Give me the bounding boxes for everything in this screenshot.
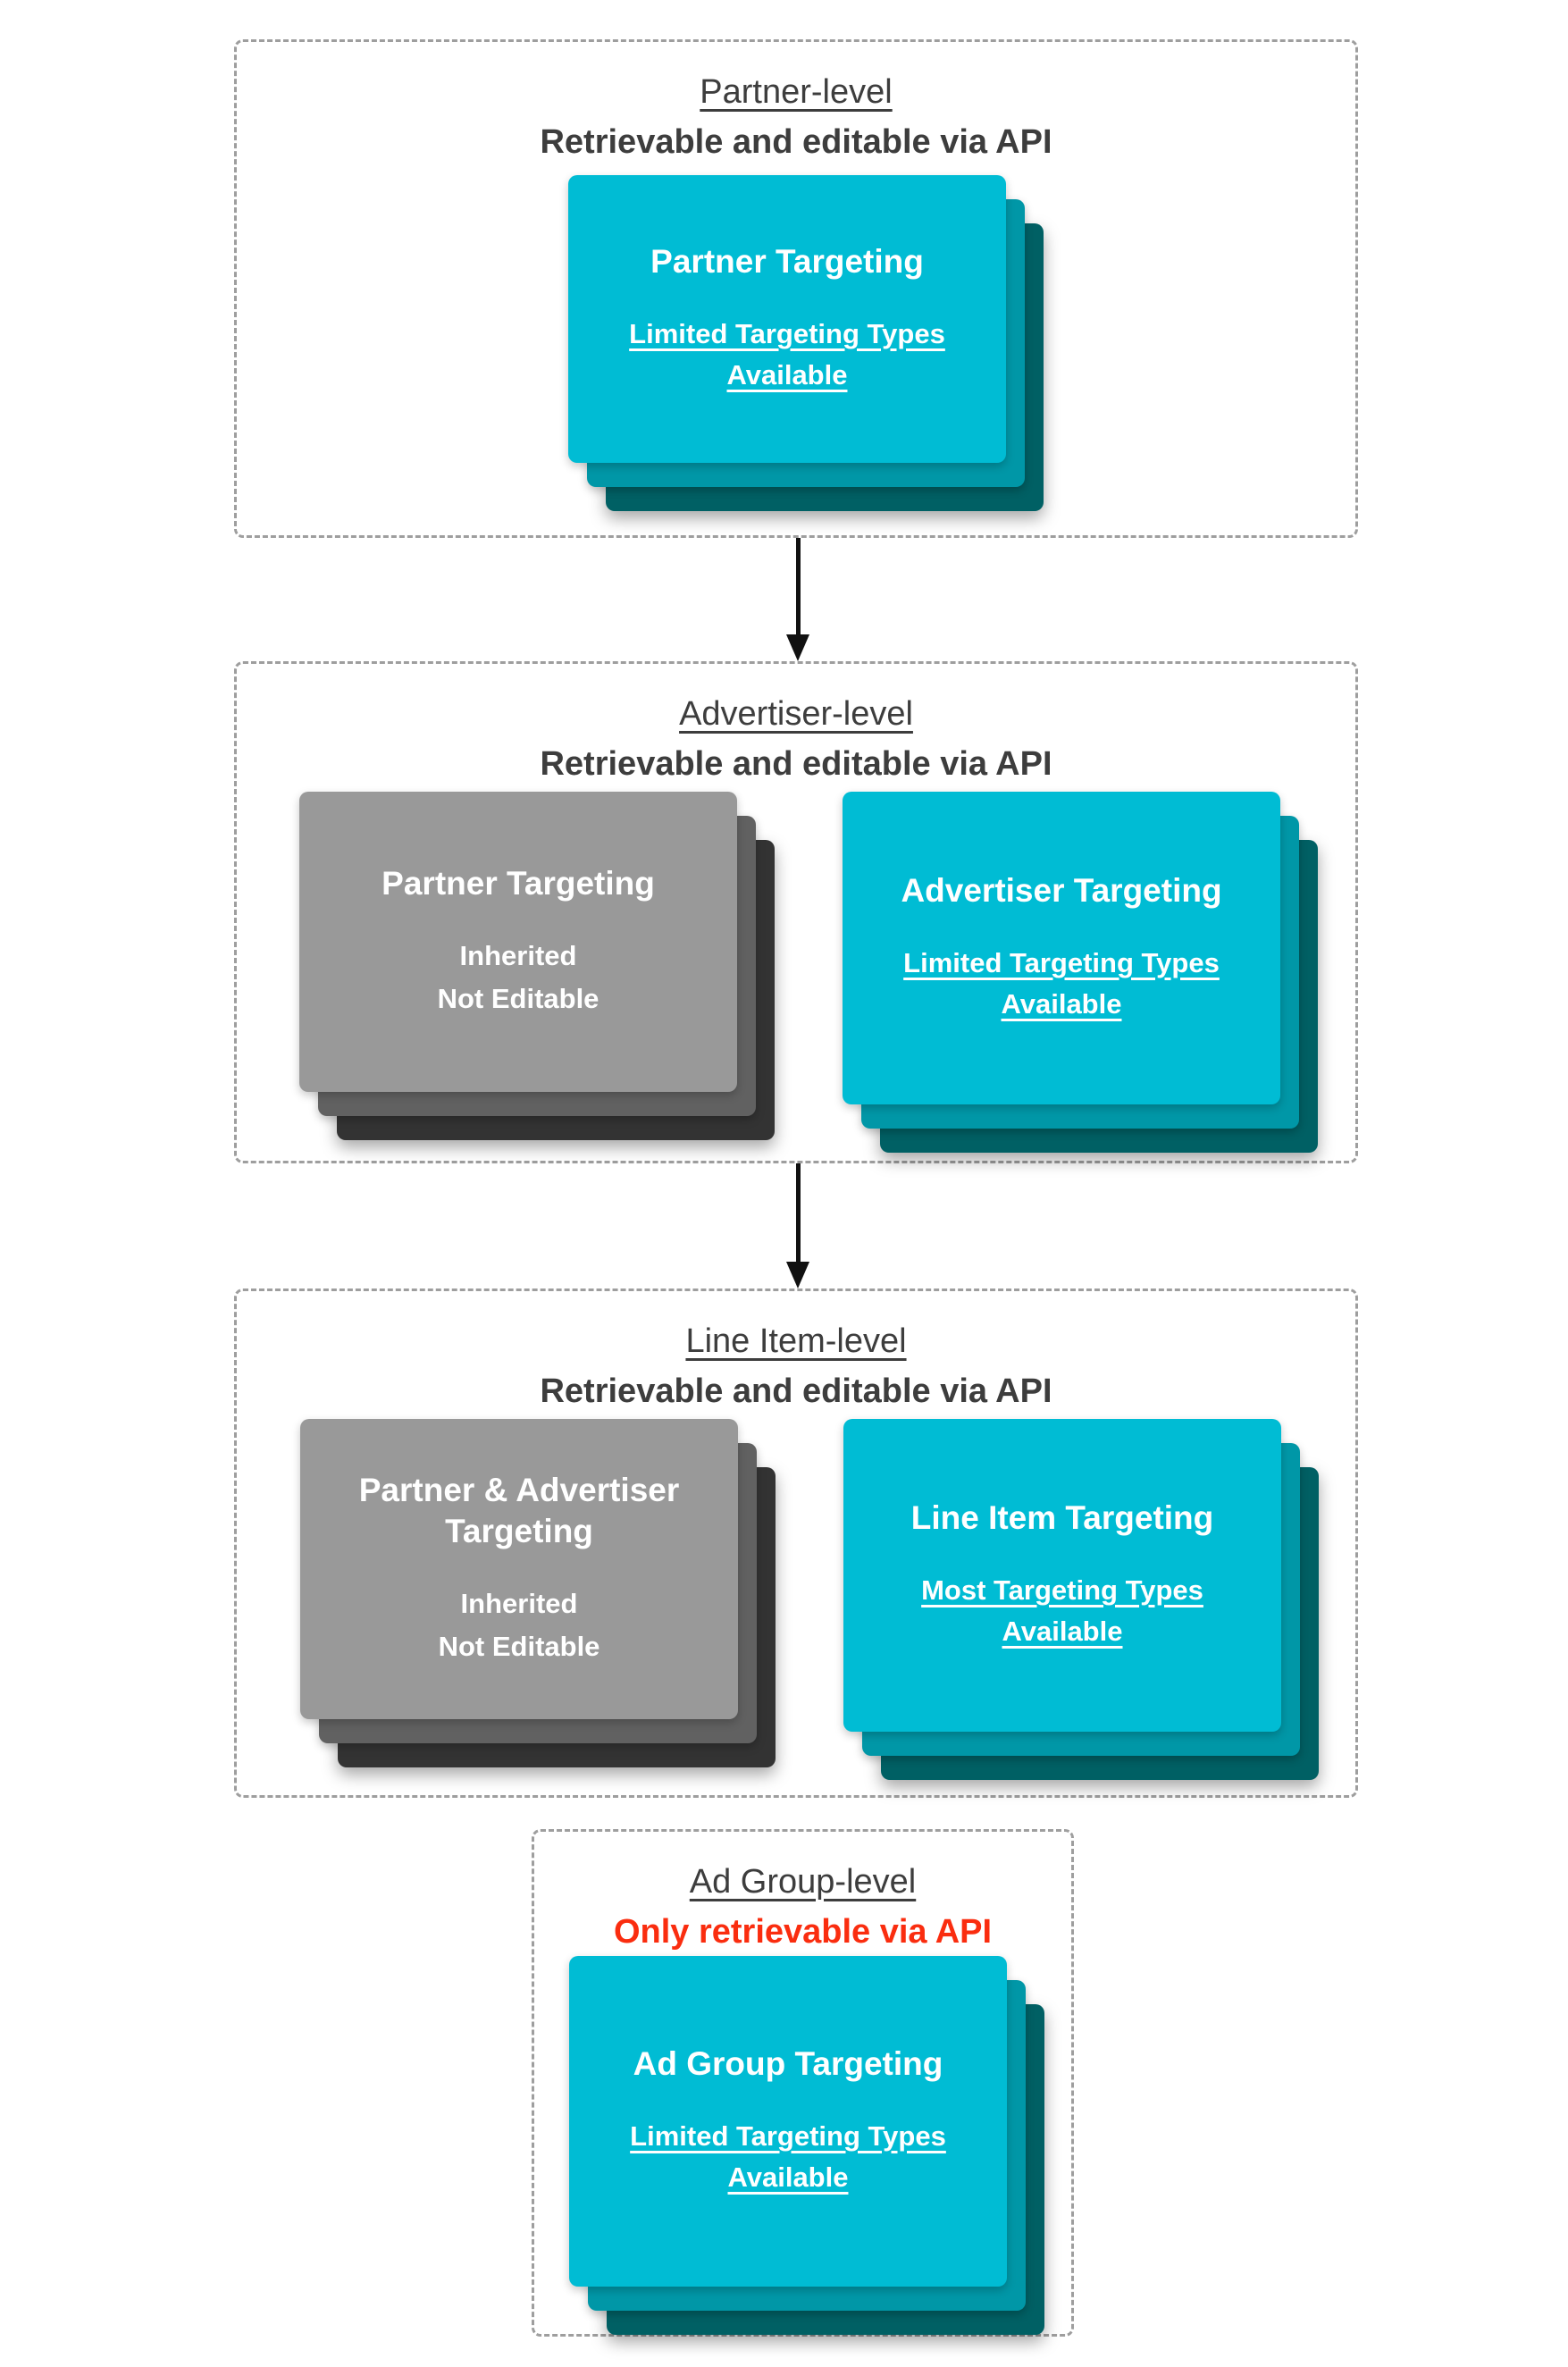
level-title-line-item: Line Item-level <box>685 1322 907 1360</box>
level-box-advertiser: Advertiser-level Retrievable and editabl… <box>234 661 1358 1163</box>
card-note-line-inherited: Inherited <box>459 940 577 972</box>
card-availability-link[interactable]: Limited Targeting Types Available <box>903 946 1220 1020</box>
targeting-card-ad-group: Ad Group Targeting Limited Targeting Typ… <box>569 1956 1007 2287</box>
level-subtitle-ad-group: Only retrievable via API <box>613 1912 993 1951</box>
level-subtitle-advertiser: Retrievable and editable via API <box>540 744 1052 783</box>
level-title-advertiser: Advertiser-level <box>679 695 913 733</box>
card-title: Partner Targeting <box>382 864 655 902</box>
card-availability-link[interactable]: Limited Targeting Types Available <box>630 2119 946 2194</box>
targeting-card-advertiser: Advertiser Targeting Limited Targeting T… <box>843 792 1280 1104</box>
arrow-head-icon <box>786 634 809 661</box>
level-box-line-item: Line Item-level Retrievable and editable… <box>234 1288 1358 1798</box>
card-note-line-inherited: Inherited <box>460 1588 578 1620</box>
card-note: Inherited Not Editable <box>438 935 600 1020</box>
card-note-line-not-editable: Not Editable <box>438 1631 600 1663</box>
card-title: Advertiser Targeting <box>901 872 1222 910</box>
card-title: Partner & Advertiser Targeting <box>358 1471 680 1549</box>
level-box-ad-group: Ad Group-level Only retrievable via API … <box>532 1829 1074 2337</box>
flow-arrow-partner-to-advertiser <box>786 538 809 661</box>
level-box-partner: Partner-level Retrievable and editable v… <box>234 39 1358 538</box>
card-availability-link[interactable]: Most Targeting Types Available <box>921 1574 1203 1648</box>
targeting-card-line-item: Line Item Targeting Most Targeting Types… <box>843 1419 1281 1732</box>
level-title-ad-group: Ad Group-level <box>689 1863 917 1901</box>
flow-arrow-advertiser-to-lineitem <box>786 1163 809 1288</box>
level-subtitle-line-item: Retrievable and editable via API <box>540 1372 1052 1410</box>
card-stack-line-item-targeting: Line Item Targeting Most Targeting Types… <box>843 1419 1319 1780</box>
targeting-card-partner: Partner Targeting Limited Targeting Type… <box>568 175 1006 463</box>
card-title: Ad Group Targeting <box>633 2045 943 2083</box>
card-availability-link[interactable]: Limited Targeting Types Available <box>629 317 945 391</box>
arrow-line <box>795 538 801 634</box>
card-note: Inherited Not Editable <box>439 1582 600 1668</box>
level-title-partner: Partner-level <box>700 73 893 111</box>
card-title: Line Item Targeting <box>910 1499 1214 1537</box>
card-note-line-not-editable: Not Editable <box>437 983 600 1015</box>
card-title: Partner Targeting <box>650 243 924 281</box>
card-stack-inherited-partner: Partner Targeting Inherited Not Editable <box>299 792 775 1140</box>
card-stack-ad-group-targeting: Ad Group Targeting Limited Targeting Typ… <box>569 1956 1044 2335</box>
arrow-line <box>795 1163 801 1262</box>
card-stack-partner-targeting: Partner Targeting Limited Targeting Type… <box>568 175 1044 511</box>
level-subtitle-partner: Retrievable and editable via API <box>540 122 1052 161</box>
card-stack-advertiser-targeting: Advertiser Targeting Limited Targeting T… <box>843 792 1318 1153</box>
card-stack-inherited-partner-advertiser: Partner & Advertiser Targeting Inherited… <box>300 1419 776 1767</box>
targeting-card-inherited-partner-advertiser: Partner & Advertiser Targeting Inherited… <box>300 1419 738 1719</box>
targeting-card-inherited-partner: Partner Targeting Inherited Not Editable <box>299 792 737 1092</box>
arrow-head-icon <box>786 1262 809 1288</box>
